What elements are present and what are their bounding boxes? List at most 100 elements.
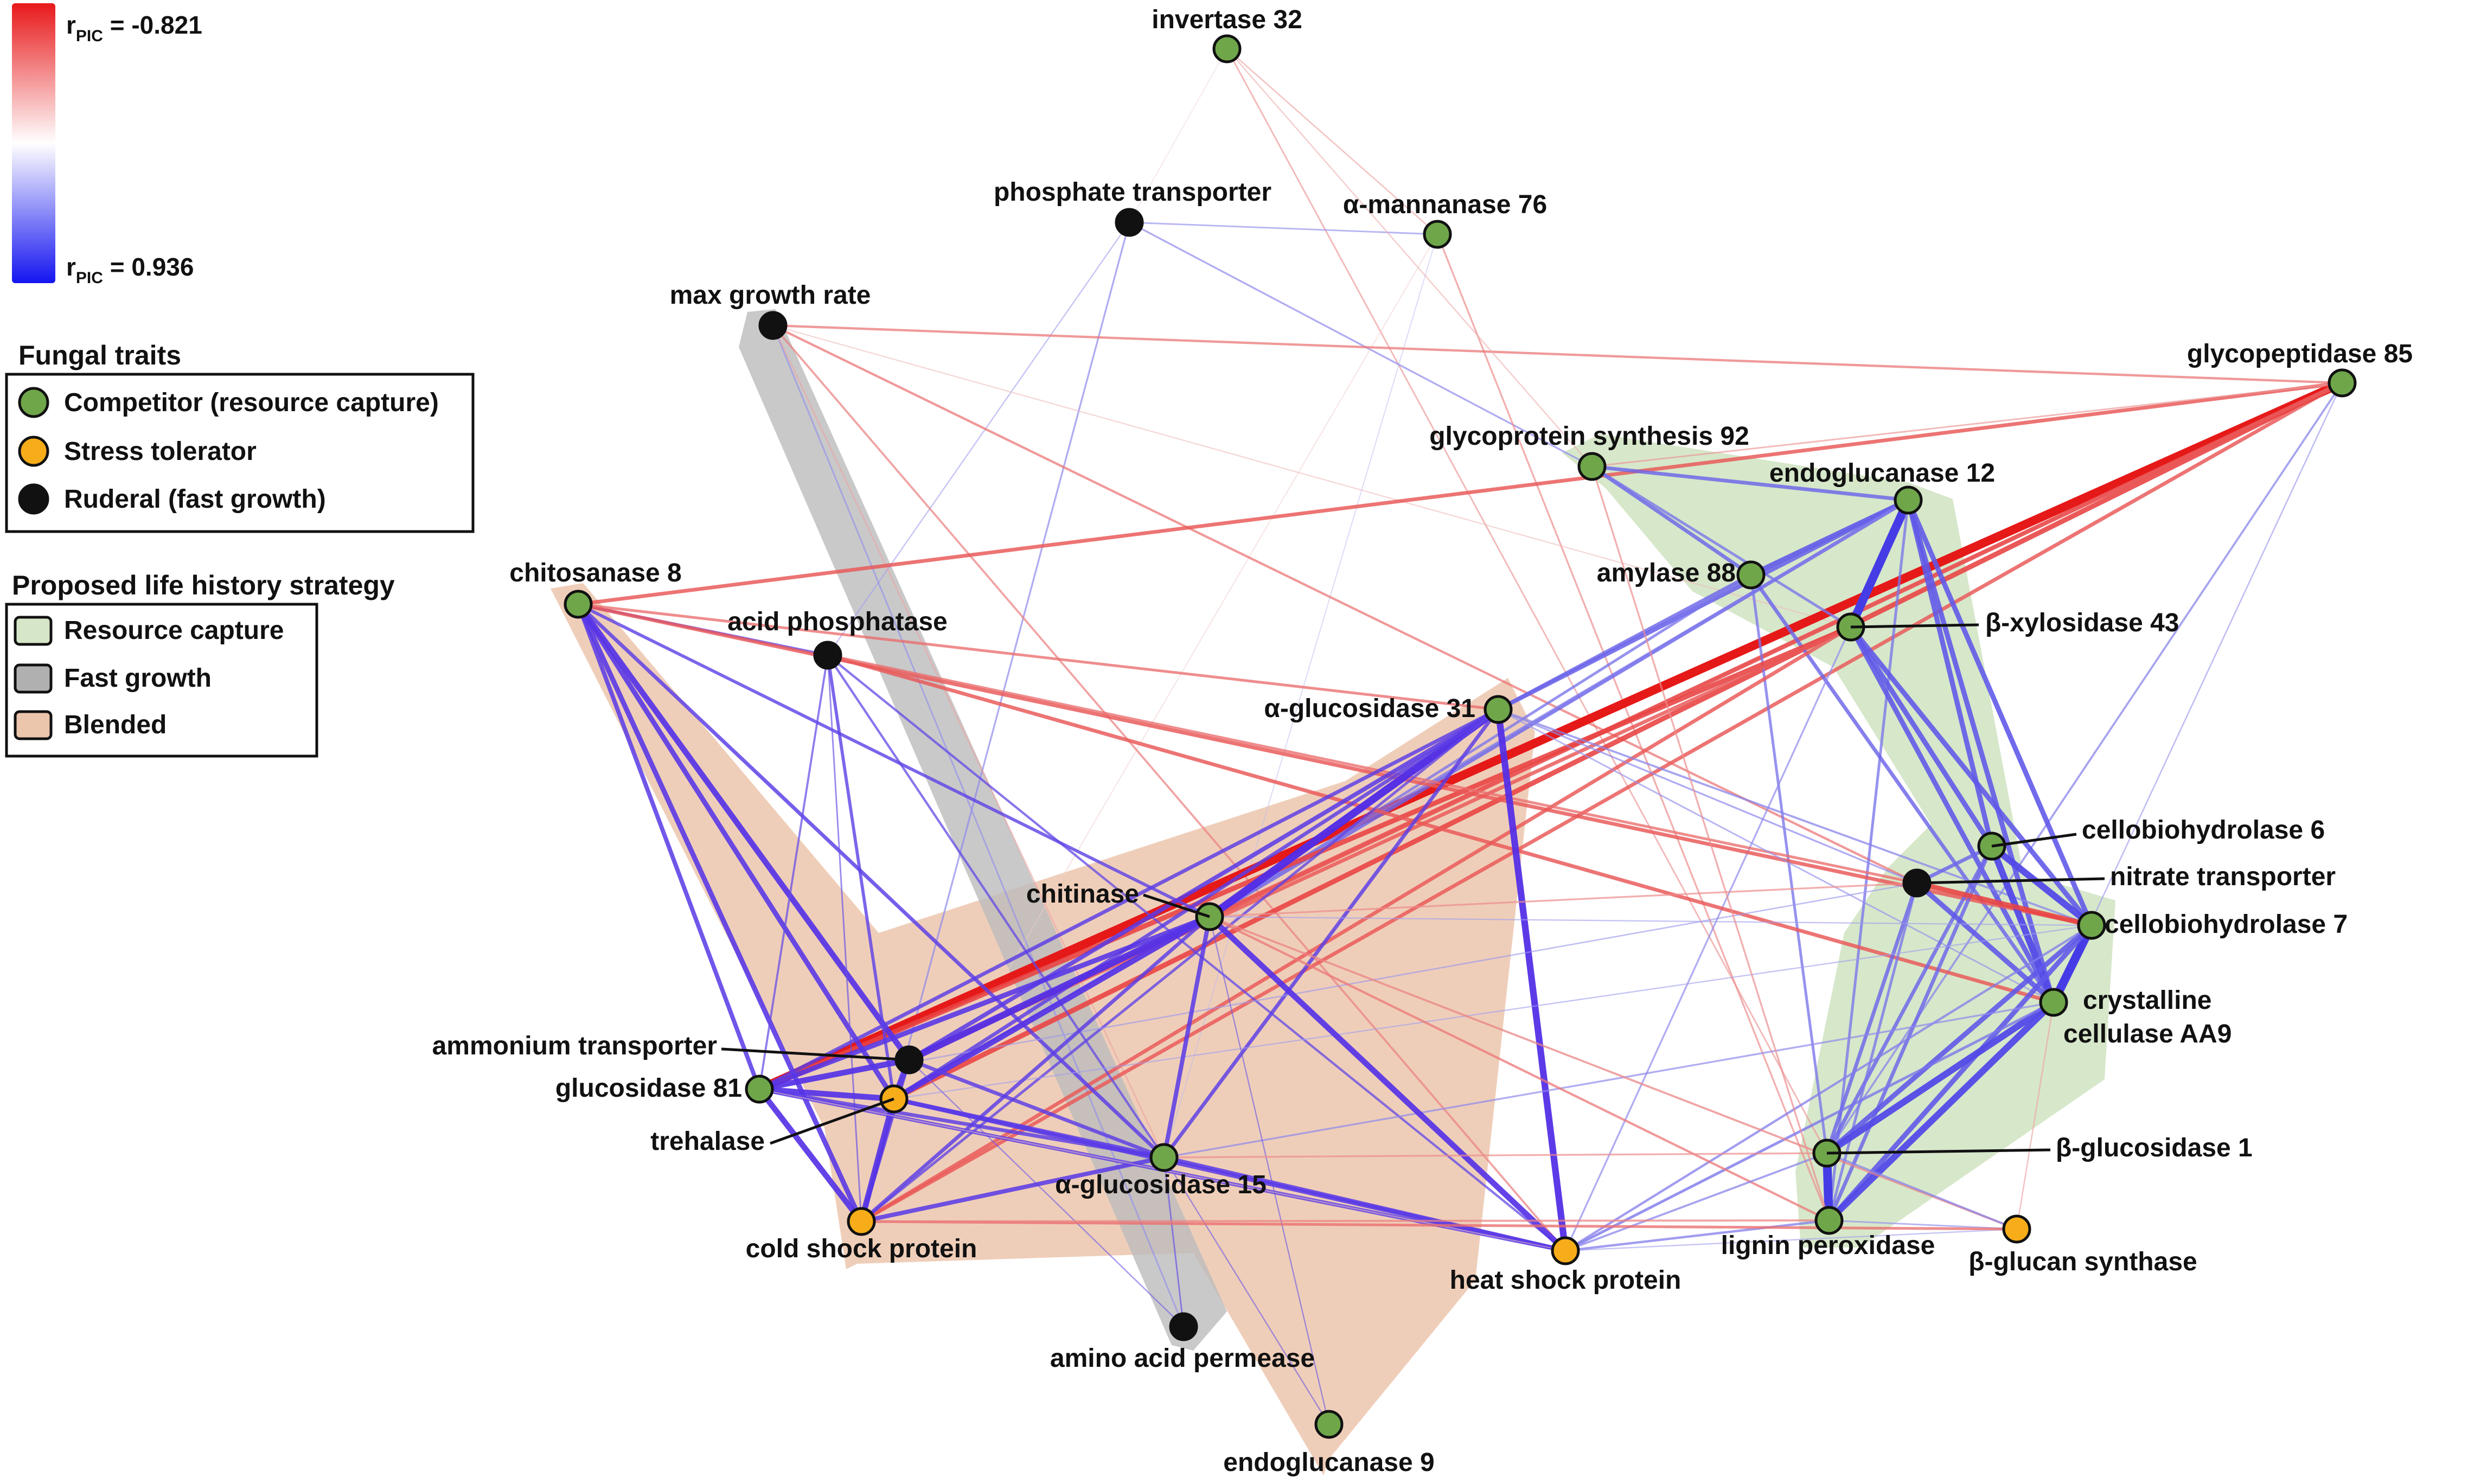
node-glucosidase31 [1484,695,1513,724]
node-aminoacid [1169,1312,1198,1341]
node-endoglucanase12 [1894,485,1923,515]
edge-aa9-bglucosidase1 [1823,999,2057,1157]
edge-nitrate-cbh7 [1914,880,2094,928]
label-heatshock: heat shock protein [1450,1266,1681,1295]
legend-resource-swatch [14,616,53,646]
label-glycoprotein92: glycoprotein synthesis 92 [1429,422,1749,451]
edge-endoglucanase12-cbh7 [1906,497,2094,928]
edge-glucosidase15-endoglucanase9 [1163,1156,1330,1425]
edge-invertase32-glycoprotein92 [1226,48,1593,468]
edge-ammonium-aminoacid [908,1059,1185,1328]
node-glycoprotein92 [1577,452,1607,481]
legend-ruderal-label: Ruderal (fast growth) [64,485,326,514]
label-aminoacid: amino acid permease [1050,1344,1315,1373]
edge-chitosanase8-trehalase [576,602,897,1102]
node-coldshock [847,1207,876,1236]
edge-glucosidase31-ammonium [907,707,1500,1062]
node-endoglucanase9 [1314,1410,1344,1439]
node-glucosidase81 [745,1074,774,1104]
legend-fastgrowth-label: Fast growth [64,664,212,693]
label-acidphos: acid phosphatase [727,607,947,636]
edge-glycoprotein92-lignin [1591,465,1830,1221]
node-chitosanase8 [564,590,593,619]
label-coldshock: cold shock protein [746,1234,977,1263]
edge-glucosidase15-coldshock [859,1155,1166,1224]
label-endoglucanase12: endoglucanase 12 [1769,459,1995,488]
leader-xylosidase43 [1850,623,1979,629]
leader-chitinase [1143,893,1210,918]
legend-competitor-swatch [18,387,49,418]
node-mannanase76 [1423,220,1452,249]
edge-nitrate-bglucosidase1 [1825,881,1919,1155]
edge-chitosanase8-glucosidase31 [577,603,1500,711]
leader-trehalase [770,1097,894,1145]
edge-cbh6-cbh7 [1988,842,2095,929]
edge-endoglucanase12-aa9 [1906,497,2056,1005]
edge-acidphos-glucosidase15 [826,654,1166,1159]
edge-cbh7-heatshock [1564,924,2093,1252]
edge-phosphate-glycoprotein92 [1128,221,1593,468]
colorbar-top-label: rPIC = -0.821 [66,11,202,45]
edge-glucosidase31-heatshock [1494,706,1569,1255]
edge-xylosidase43-coldshock [859,625,1853,1224]
label-aa9: crystalline [2083,986,2211,1015]
edge-invertase32-mannanase76 [1226,48,1438,235]
edge-aa9-glucosidase15 [1163,1001,2055,1159]
node-lignin [1814,1206,1844,1235]
label-bglucansynth: β-glucan synthase [1968,1248,2197,1276]
edge-ammonium-glucosidase81 [756,1057,912,1092]
label-cbh7: cellobiohydrolase 7 [2105,910,2348,939]
edge-glucosidase15-aminoacid [1163,1156,1185,1328]
edge-acidphos-nitrate [826,654,1919,885]
label-cbh6: cellobiohydrolase 6 [2082,816,2325,845]
edge-chitinase-glucosidase81 [757,914,1212,1092]
edge-xylosidase43-aa9 [1848,624,2056,1005]
edge-phosphate-acidphos [827,221,1130,656]
edge-heatshock-bglucansynth [1564,1228,2018,1252]
edge-endoglucanase12-cbh6 [1906,497,1994,849]
legend-resource-label: Resource capture [64,616,284,645]
edge-aa9-bglucansynth [2016,1001,2055,1230]
edge-nitrate-glucosidase81 [758,882,1918,1090]
node-glycopeptidase85 [2328,368,2357,398]
label-invertase32: invertase 32 [1152,5,1302,34]
correlation-edges [575,48,2346,1425]
legend-stress-swatch [18,436,49,467]
edge-glycopeptidase85-aa9 [2053,382,2343,1003]
edge-lignin-heatshock [1564,1219,1831,1252]
edge-xylosidase43-glucosidase81 [757,624,1853,1092]
edge-glycopeptidase85-glycoprotein92 [1591,382,2343,468]
edge-glycopeptidase85-chitinase [1207,381,2344,919]
edge-ammonium-glucosidase15 [907,1058,1166,1160]
edge-aa9-heatshock [1564,1001,2055,1252]
edge-chitinase-lignin [1208,915,1831,1222]
edge-chitosanase8-ammonium [575,601,912,1063]
edge-mannanase76-glucosidase15 [1163,234,1438,1158]
edge-cbh7-chitinase [1209,916,2093,926]
edge-maxgrowth-glucosidase15 [772,324,1165,1159]
edge-bglucosidase1-heatshock [1564,1152,1828,1252]
edge-cbh6-bglucosidase1 [1825,844,1994,1155]
legend-fastgrowth-swatch [14,663,53,694]
node-cbh7 [2077,911,2106,940]
legend-strategy-title: Proposed life history strategy [12,570,395,600]
node-invertase32 [1212,34,1242,63]
legend-competitor-label: Competitor (resource capture) [64,388,439,417]
edge-chitinase-coldshock [859,914,1212,1224]
label-bglucosidase1: β-glucosidase 1 [2056,1134,2253,1162]
label-lignin: lignin peroxidase [1721,1231,1935,1260]
label-maxgrowth: max growth rate [670,281,871,310]
edge-bglucosidase1-glucosidase15 [1163,1152,1828,1159]
label-leader-lines [721,623,2105,1155]
edge-invertase32-phosphate [1129,48,1227,223]
leader-nitrate [1916,877,2105,885]
leader-cbh6 [1991,833,2077,848]
label-phosphate: phosphate transporter [994,178,1271,207]
edge-chitinase-endoglucanase9 [1209,916,1330,1425]
colorbar-gradient [12,3,55,283]
legend-strategy-box [5,603,318,758]
edge-nitrate-chitinase [1209,882,1918,918]
edge-chitinase-bglucansynth [1209,916,2018,1230]
edge-glucosidase31-coldshock [860,708,1500,1223]
edge-chitinase-ammonium [905,913,1213,1064]
